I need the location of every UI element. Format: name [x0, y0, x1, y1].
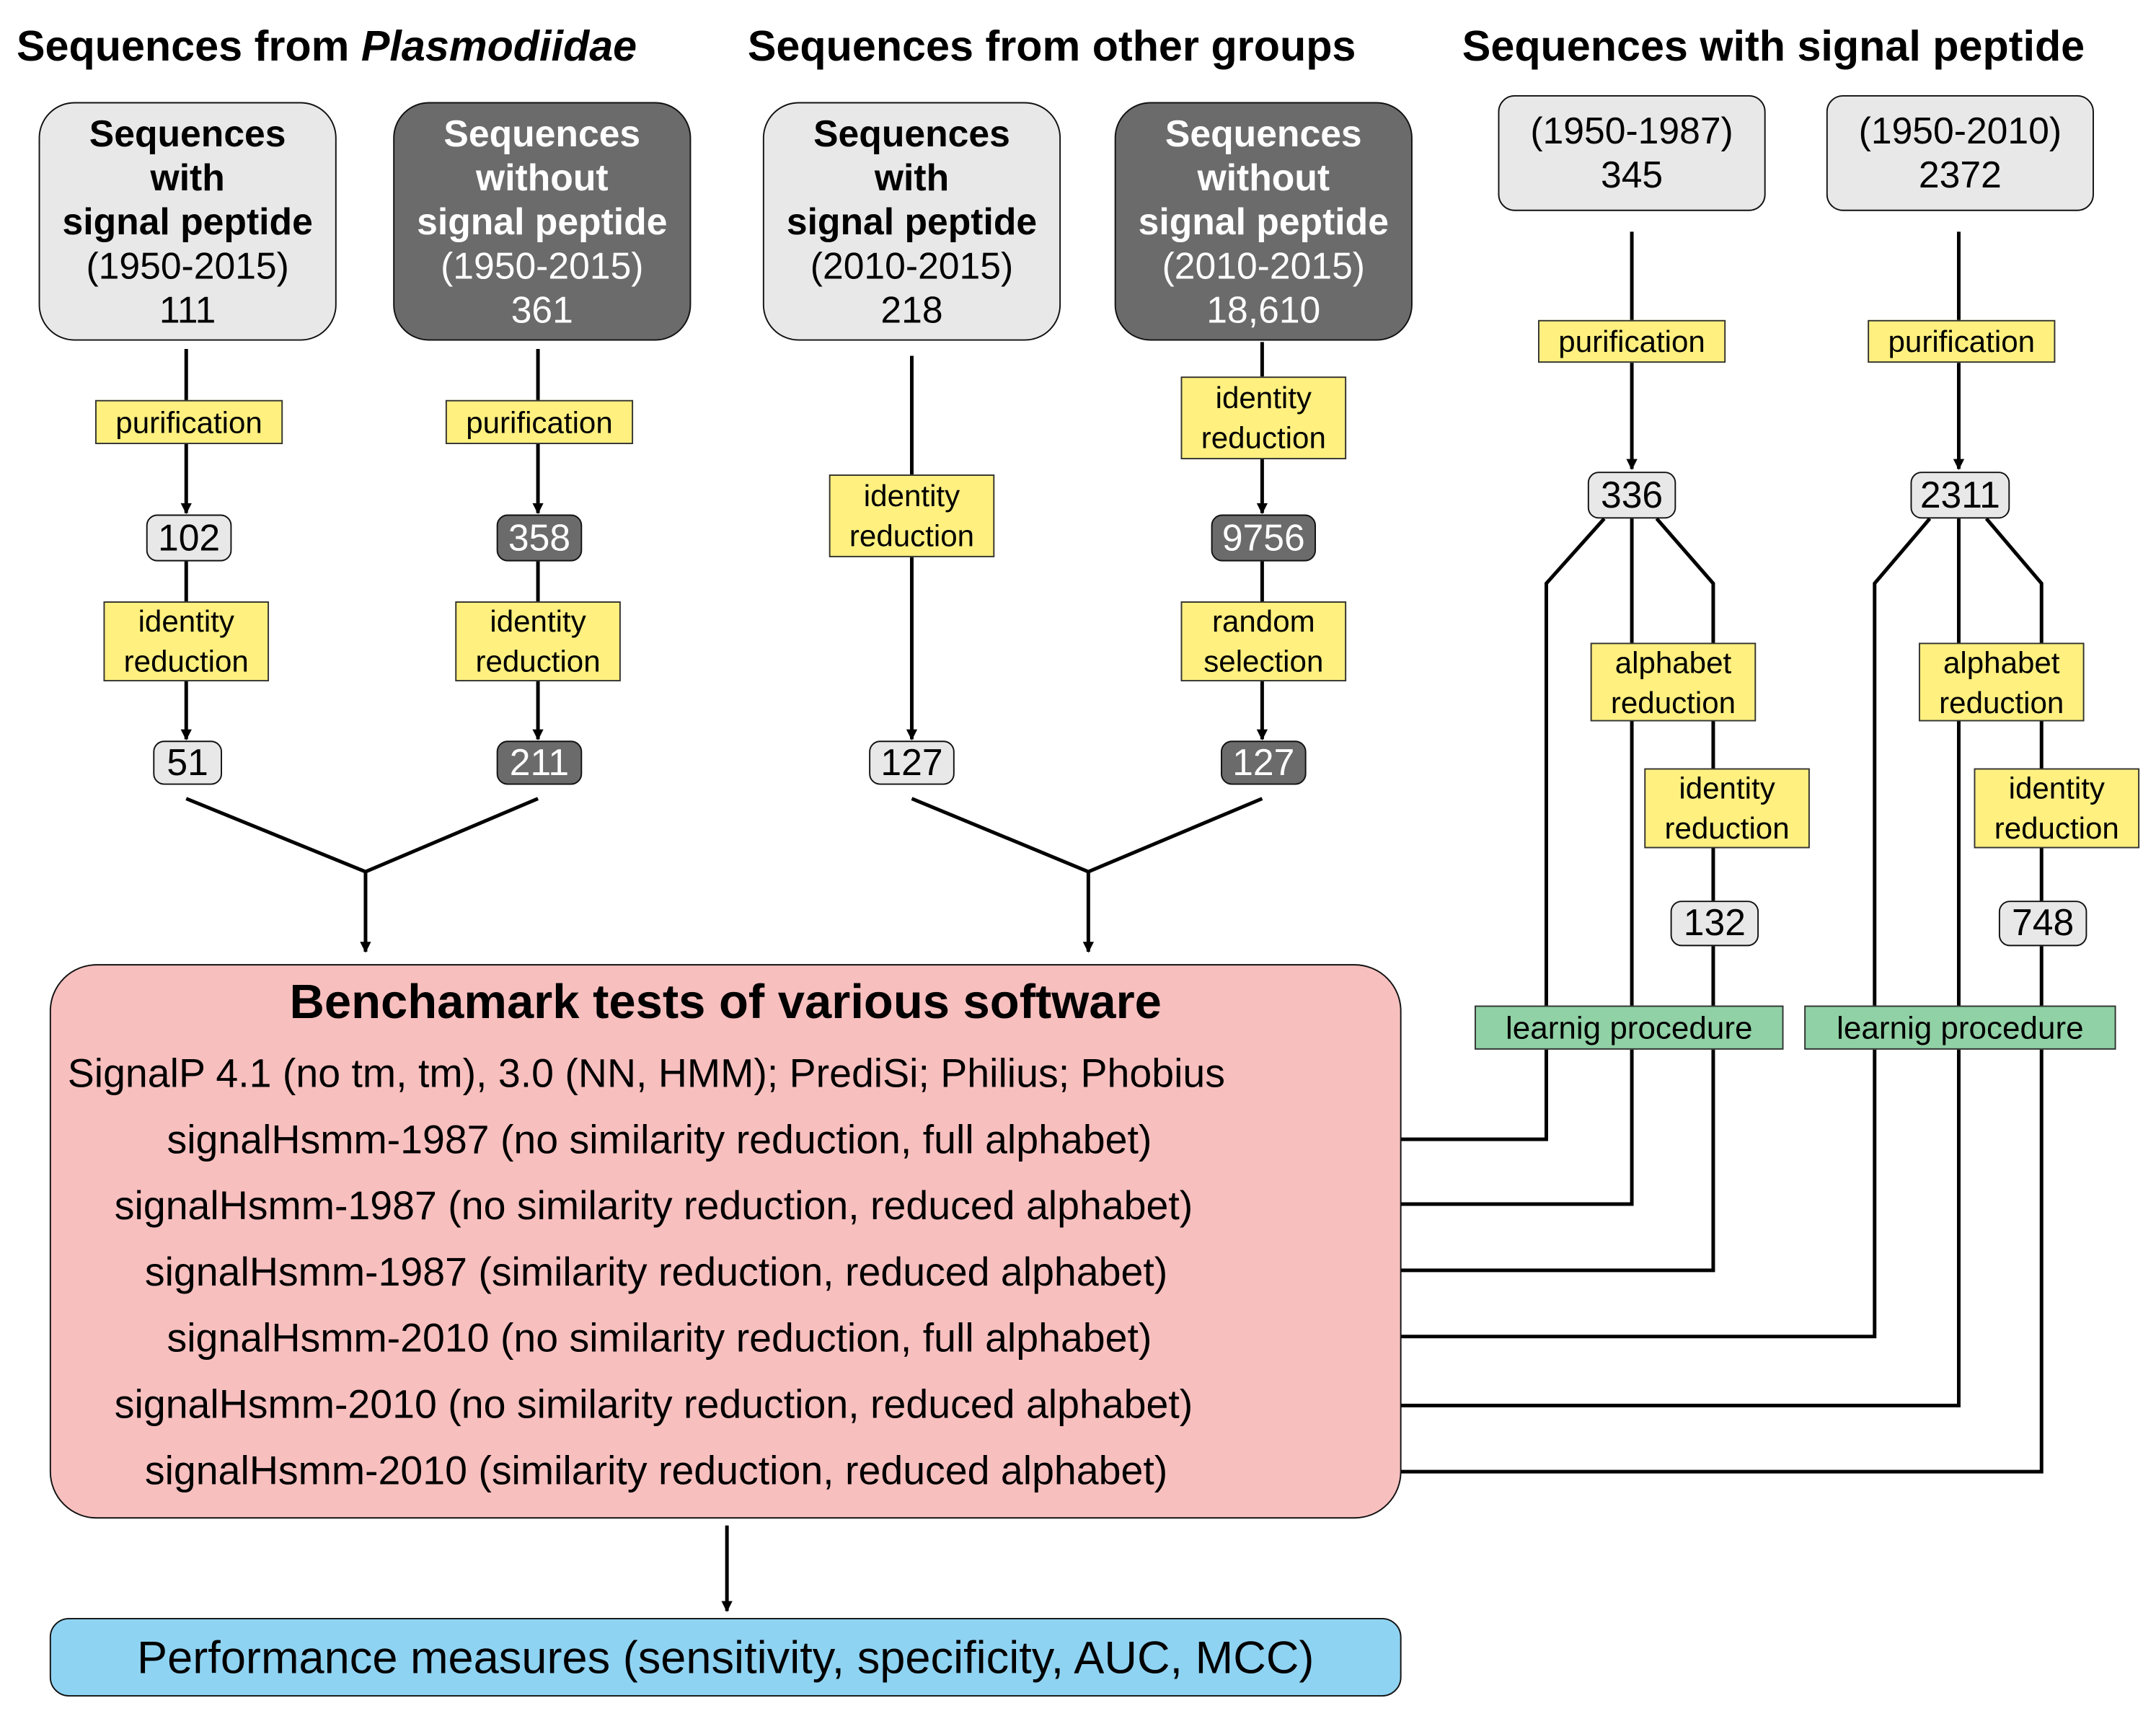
- step-alphabet-reduction: alphabet reduction: [1590, 642, 1757, 722]
- heading-other-groups: Sequences from other groups: [747, 22, 1356, 71]
- count-pill: 9756: [1211, 514, 1317, 562]
- step-identity-reduction: identity reduction: [1644, 768, 1810, 849]
- performance-measures-box: Performance measures (sensitivity, speci…: [49, 1617, 1402, 1697]
- step-text: identity: [138, 603, 234, 639]
- step-text: reduction: [849, 518, 975, 554]
- box-line: signal peptide: [417, 200, 668, 242]
- box-line: signal peptide: [786, 200, 1038, 242]
- box-count: 361: [511, 288, 573, 331]
- box-line: signal peptide: [62, 200, 313, 242]
- learning-procedure-box: learnig procedure: [1474, 1005, 1784, 1050]
- box-count: 2372: [1918, 154, 2002, 196]
- count-pill: 358: [496, 514, 583, 562]
- step-text: reduction: [475, 644, 601, 679]
- step-text: identity: [490, 603, 586, 639]
- step-text: purification: [1558, 324, 1705, 359]
- box-years: (2010-2015): [810, 244, 1014, 286]
- box-line: without: [476, 156, 609, 198]
- step-alphabet-reduction: alphabet reduction: [1918, 642, 2085, 722]
- step-identity-reduction: identity reduction: [1974, 768, 2140, 849]
- step-text: identity: [2008, 771, 2105, 806]
- benchmark-title: Benchamark tests of various software: [289, 975, 1162, 1030]
- learning-procedure-box: learnig procedure: [1804, 1005, 2116, 1050]
- benchmark-row: signalHsmm-2010 (no similarity reduction…: [114, 1383, 1193, 1428]
- count-pill: 102: [146, 514, 232, 562]
- plasmodiidae-with-signal-box: Sequences with signal peptide (1950-2015…: [38, 102, 337, 341]
- step-identity-reduction: identity reduction: [829, 474, 995, 557]
- step-text: reduction: [123, 644, 249, 679]
- step-identity-reduction: identity reduction: [455, 601, 621, 682]
- step-text: identity: [863, 478, 960, 513]
- step-text: learnig procedure: [1506, 1009, 1753, 1045]
- step-purification: purification: [1537, 319, 1726, 363]
- box-line: with: [874, 156, 950, 198]
- box-line: with: [150, 156, 225, 198]
- step-text: identity: [1679, 771, 1775, 806]
- benchmark-row: signalHsmm-1987 (no similarity reduction…: [167, 1118, 1152, 1163]
- plasmodiidae-without-signal-box: Sequences without signal peptide (1950-2…: [393, 102, 692, 341]
- benchmark-row: SignalP 4.1 (no tm, tm), 3.0 (NN, HMM); …: [67, 1052, 1226, 1097]
- count-pill: 211: [496, 740, 583, 785]
- step-text: purification: [466, 404, 613, 440]
- other-without-signal-box: Sequences without signal peptide (2010-2…: [1114, 102, 1413, 341]
- set-2010-box: (1950-2010) 2372: [1826, 94, 2094, 211]
- step-text: reduction: [1994, 810, 2119, 846]
- step-purification: purification: [94, 399, 283, 444]
- step-text: alphabet: [1614, 645, 1732, 680]
- box-line: Sequences: [813, 112, 1010, 154]
- box-line: Sequences: [443, 112, 641, 154]
- box-line: without: [1197, 156, 1330, 198]
- count-pill: 2311: [1910, 472, 2010, 519]
- step-text: alphabet: [1943, 645, 2060, 680]
- step-text: random: [1211, 603, 1315, 639]
- step-text: selection: [1203, 644, 1324, 679]
- box-count: 345: [1600, 154, 1664, 196]
- count-pill: 748: [1998, 901, 2087, 947]
- step-identity-reduction: identity reduction: [1180, 376, 1347, 460]
- box-years: (1950-2015): [86, 244, 289, 286]
- step-random-selection: random selection: [1180, 601, 1347, 682]
- box-years: (1950-2015): [441, 244, 644, 286]
- benchmark-row: signalHsmm-1987 (no similarity reduction…: [114, 1185, 1193, 1229]
- step-text: identity: [1215, 380, 1312, 415]
- box-count: 218: [880, 288, 943, 331]
- count-pill: 127: [1221, 740, 1307, 785]
- box-line: Sequences: [1165, 112, 1362, 154]
- box-years: (2010-2015): [1162, 244, 1366, 286]
- step-text: reduction: [1939, 684, 2064, 720]
- count-pill: 51: [153, 740, 222, 785]
- count-pill: 336: [1587, 472, 1676, 519]
- benchmark-row: signalHsmm-2010 (no similarity reduction…: [167, 1317, 1152, 1362]
- box-count: 111: [159, 288, 216, 331]
- heading-plasmodiidae-italic: Plasmodiidae: [361, 22, 637, 71]
- count-pill: 132: [1670, 901, 1759, 947]
- step-text: purification: [115, 404, 262, 440]
- step-purification: purification: [1868, 319, 2056, 363]
- step-text: reduction: [1664, 810, 1790, 846]
- count-pill: 127: [869, 740, 955, 785]
- step-identity-reduction: identity reduction: [103, 601, 270, 682]
- benchmark-row: signalHsmm-2010 (similarity reduction, r…: [144, 1449, 1168, 1494]
- box-years: (1950-2010): [1858, 110, 2062, 152]
- box-line: Sequences: [89, 112, 286, 154]
- step-text: learnig procedure: [1837, 1009, 2084, 1045]
- step-purification: purification: [445, 399, 634, 444]
- set-1987-box: (1950-1987) 345: [1498, 94, 1766, 211]
- benchmark-row: signalHsmm-1987 (similarity reduction, r…: [144, 1251, 1168, 1296]
- heading-signal-peptide: Sequences with signal peptide: [1462, 22, 2085, 71]
- benchmark-box: Benchamark tests of various software Sig…: [49, 964, 1402, 1519]
- step-text: purification: [1888, 324, 2036, 359]
- box-count: 18,610: [1206, 288, 1321, 331]
- step-text: reduction: [1610, 684, 1736, 720]
- other-with-signal-box: Sequences with signal peptide (2010-2015…: [762, 102, 1061, 341]
- heading-plasmodiidae: Sequences from Plasmodiidae: [16, 22, 637, 71]
- box-line: signal peptide: [1138, 200, 1389, 242]
- box-years: (1950-1987): [1530, 110, 1733, 152]
- step-text: reduction: [1201, 420, 1326, 456]
